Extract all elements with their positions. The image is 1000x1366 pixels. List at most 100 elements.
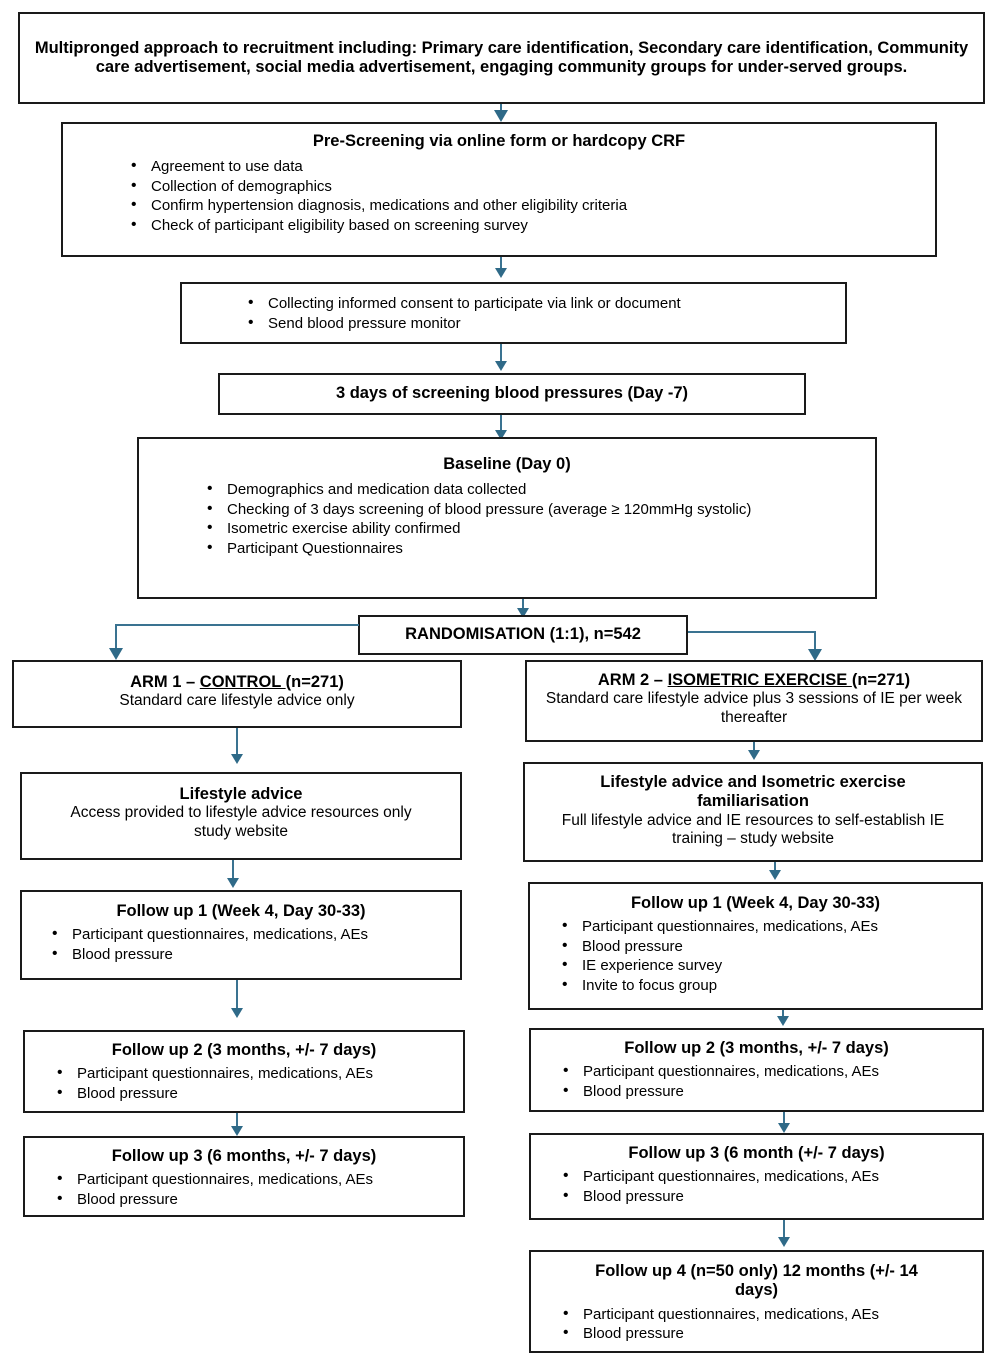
connector-randomisation-to-arm1-horizontal [115, 624, 359, 626]
list-item: Participant Questionnaires [201, 538, 829, 559]
node-arm1-fu1: Follow up 1 (Week 4, Day 30-33) Particip… [20, 890, 462, 980]
node-arm1-fu3: Follow up 3 (6 months, +/- 7 days) Parti… [23, 1136, 465, 1217]
node-randomisation-title: RANDOMISATION (1:1), n=542 [405, 625, 641, 644]
list-item: Participant questionnaires, medications,… [51, 1063, 457, 1084]
connector-baseline-to-randomisation [522, 599, 524, 613]
arrowhead-randomisation-to-arm2 [808, 649, 822, 661]
node-prescreening-title: Pre-Screening via online form or hardcop… [312, 132, 686, 150]
connector-arm2-fu1-to-fu2 [782, 1010, 784, 1020]
connector-randomisation-to-arm2-vertical [814, 631, 816, 655]
node-arm2: ARM 2 – ISOMETRIC EXERCISE (n=271) Stand… [525, 660, 983, 742]
arrowhead-arm1-lifestyle-to-fu1 [227, 878, 239, 888]
node-arm1-lifestyle-subtitle: Access provided to lifestyle advice reso… [70, 804, 412, 840]
node-arm1-fu1-bullets: Participant questionnaires, medications,… [46, 924, 454, 964]
list-item: Blood pressure [557, 1323, 976, 1344]
list-item: Blood pressure [51, 1083, 457, 1104]
connector-arm2-fu3-to-fu4 [783, 1220, 785, 1242]
arrowhead-arm2-to-lifestyle [748, 750, 760, 760]
list-item: Collection of demographics [125, 176, 929, 197]
connector-randomisation-to-arm1-vertical [115, 624, 117, 654]
arrowhead-arm1-to-lifestyle [231, 754, 243, 764]
node-baseline-bullets: Demographics and medication data collect… [201, 479, 829, 559]
arrowhead-prescreening-to-consent [495, 268, 507, 278]
node-arm1-fu1-title: Follow up 1 (Week 4, Day 30-33) [116, 902, 366, 920]
node-arm2-lifestyle: Lifestyle advice and Isometric exercise … [523, 762, 983, 862]
list-item: IE experience survey [556, 955, 975, 976]
list-item: Invite to focus group [556, 975, 975, 996]
list-item: Blood pressure [556, 936, 975, 957]
node-arm2-fu1: Follow up 1 (Week 4, Day 30-33) Particip… [528, 882, 983, 1010]
node-arm2-fu4: Follow up 4 (n=50 only) 12 months (+/- 1… [529, 1250, 984, 1353]
list-item: Demographics and medication data collect… [201, 479, 829, 500]
node-screening-bp-title: 3 days of screening blood pressures (Day… [335, 384, 689, 403]
list-item: Blood pressure [557, 1186, 976, 1207]
node-arm2-fu1-title: Follow up 1 (Week 4, Day 30-33) [630, 894, 881, 912]
node-arm1-fu2: Follow up 2 (3 months, +/- 7 days) Parti… [23, 1030, 465, 1113]
connector-arm1-fu2-to-fu3 [236, 1113, 238, 1131]
connector-recruitment-to-prescreening [500, 104, 502, 114]
node-baseline: Baseline (Day 0) Demographics and medica… [137, 437, 877, 599]
arrowhead-screening-bp-to-baseline [495, 430, 507, 440]
node-recruitment-text: Multipronged approach to recruitment inc… [34, 38, 969, 76]
node-arm1-fu2-title: Follow up 2 (3 months, +/- 7 days) [111, 1041, 377, 1059]
arrowhead-randomisation-to-arm1 [109, 648, 123, 660]
node-arm2-fu4-title: Follow up 4 (n=50 only) 12 months (+/- 1… [595, 1262, 918, 1300]
node-consent-bullets: Collecting informed consent to participa… [242, 293, 839, 334]
node-recruitment: Multipronged approach to recruitment inc… [18, 12, 985, 104]
list-item: Participant questionnaires, medications,… [557, 1304, 976, 1325]
node-consent: Collecting informed consent to participa… [180, 282, 847, 344]
list-item: Participant questionnaires, medications,… [51, 1169, 457, 1190]
connector-randomisation-to-arm2-horizontal [688, 631, 816, 633]
arrowhead-arm1-fu1-to-fu2 [231, 1008, 243, 1018]
arrowhead-baseline-to-randomisation [517, 608, 529, 618]
list-item: Participant questionnaires, medications,… [557, 1061, 976, 1082]
node-arm2-title-prefix: ARM 2 – [597, 671, 668, 689]
node-arm1-lifestyle: Lifestyle advice Access provided to life… [20, 772, 462, 860]
node-arm1-title-underlined: CONTROL [199, 673, 286, 691]
list-item: Participant questionnaires, medications,… [46, 924, 454, 945]
node-arm1-fu2-bullets: Participant questionnaires, medications,… [51, 1063, 457, 1104]
node-arm2-lifestyle-title: Lifestyle advice and Isometric exercise … [600, 773, 906, 811]
list-item: Check of participant eligibility based o… [125, 215, 929, 236]
connector-arm2-to-lifestyle [753, 742, 755, 756]
connector-arm2-fu2-to-fu3 [783, 1112, 785, 1128]
connector-arm2-lifestyle-to-fu1 [774, 862, 776, 874]
list-item: Send blood pressure monitor [242, 313, 839, 334]
node-arm2-fu3: Follow up 3 (6 month (+/- 7 days) Partic… [529, 1133, 984, 1220]
node-arm1-subtitle: Standard care lifestyle advice only [119, 692, 355, 710]
node-prescreening-bullets: Agreement to use data Collection of demo… [125, 156, 929, 236]
node-arm2-lifestyle-subtitle: Full lifestyle advice and IE resources t… [561, 811, 945, 848]
node-baseline-title: Baseline (Day 0) [443, 455, 571, 473]
connector-arm1-to-lifestyle [236, 728, 238, 758]
list-item: Agreement to use data [125, 156, 929, 177]
connector-screening-bp-to-baseline [500, 415, 502, 435]
node-arm1-title-suffix: (n=271) [285, 673, 344, 691]
node-arm2-title: ARM 2 – ISOMETRIC EXERCISE (n=271) [533, 671, 975, 690]
node-arm1: ARM 1 – CONTROL (n=271) Standard care li… [12, 660, 462, 728]
connector-consent-to-screening-bp [500, 344, 502, 366]
node-arm1-title: ARM 1 – CONTROL (n=271) [20, 673, 454, 692]
arrowhead-arm1-fu2-to-fu3 [231, 1126, 243, 1136]
arrowhead-arm2-lifestyle-to-fu1 [769, 870, 781, 880]
node-arm2-fu3-title: Follow up 3 (6 month (+/- 7 days) [628, 1144, 885, 1162]
arrowhead-arm2-fu3-to-fu4 [778, 1237, 790, 1247]
node-arm2-fu2: Follow up 2 (3 months, +/- 7 days) Parti… [529, 1028, 984, 1112]
list-item: Blood pressure [51, 1189, 457, 1210]
node-arm2-fu2-title: Follow up 2 (3 months, +/- 7 days) [624, 1039, 889, 1057]
connector-prescreening-to-consent [500, 257, 502, 271]
arrowhead-recruitment-to-prescreening [494, 110, 508, 122]
arrowhead-arm2-fu2-to-fu3 [778, 1123, 790, 1133]
arrowhead-arm2-fu1-to-fu2 [777, 1016, 789, 1026]
node-screening-bp: 3 days of screening blood pressures (Day… [218, 373, 806, 415]
node-arm2-title-underlined: ISOMETRIC EXERCISE [667, 671, 852, 689]
list-item: Isometric exercise ability confirmed [201, 518, 829, 539]
node-arm2-title-suffix: (n=271) [851, 671, 911, 689]
connector-arm1-fu1-to-fu2 [236, 980, 238, 1012]
node-arm2-subtitle: Standard care lifestyle advice plus 3 se… [545, 690, 963, 726]
node-randomisation: RANDOMISATION (1:1), n=542 [358, 615, 688, 655]
node-arm1-fu3-bullets: Participant questionnaires, medications,… [51, 1169, 457, 1210]
connector-arm1-lifestyle-to-fu1 [232, 860, 234, 882]
node-prescreening: Pre-Screening via online form or hardcop… [61, 122, 937, 257]
list-item: Participant questionnaires, medications,… [556, 916, 975, 937]
